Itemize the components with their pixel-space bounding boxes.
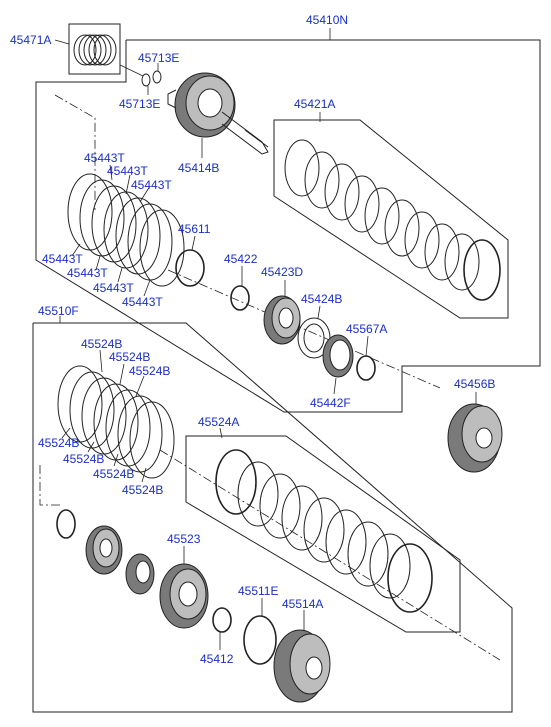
label-45514A: 45514A xyxy=(282,597,323,611)
retainer-45523 xyxy=(159,546,209,629)
piston-45423D xyxy=(263,280,301,345)
label-45412: 45412 xyxy=(200,652,234,666)
label-45524B-5: 45524B xyxy=(63,452,104,466)
label-45421A: 45421A xyxy=(294,97,335,111)
assembly-frame-45410N xyxy=(35,39,541,413)
label-45443T-3: 45443T xyxy=(131,178,172,192)
label-45423D: 45423D xyxy=(261,265,303,279)
drum-45514A xyxy=(273,610,331,703)
ring-45567A xyxy=(356,355,376,381)
label-45410N: 45410N xyxy=(306,13,348,27)
label-45524B-1: 45524B xyxy=(81,337,122,351)
label-45424B: 45424B xyxy=(301,292,342,306)
spring-pack-45471A xyxy=(54,23,121,75)
label-45524A: 45524A xyxy=(198,415,239,429)
label-45443T-5: 45443T xyxy=(67,266,108,280)
label-45567A: 45567A xyxy=(346,322,387,336)
label-45524B-3: 45524B xyxy=(129,364,170,378)
label-45523: 45523 xyxy=(167,532,201,546)
clutch-plate-frame-45524A xyxy=(185,435,461,633)
snap-rings-45713E xyxy=(119,63,162,95)
piston-lower xyxy=(85,525,123,575)
clutch-plates-45524A xyxy=(215,449,433,613)
label-45443T-7: 45443T xyxy=(122,295,163,309)
label-45524B-7: 45524B xyxy=(122,483,163,497)
ring-45422 xyxy=(230,285,250,311)
label-45611: 45611 xyxy=(178,222,211,236)
label-45471A: 45471A xyxy=(10,33,51,47)
ring-45511E xyxy=(243,615,277,665)
label-45511E: 45511E xyxy=(238,584,278,598)
clutch-plates-45421A xyxy=(284,139,501,301)
label-45443T-2: 45443T xyxy=(107,164,148,178)
label-45442F: 45442F xyxy=(310,396,351,410)
label-45443T-6: 45443T xyxy=(93,281,134,295)
ring-45412 xyxy=(212,607,232,633)
label-45443T-4: 45443T xyxy=(42,252,83,266)
gear-45456B xyxy=(447,392,503,473)
input-shaft-45414B xyxy=(167,72,269,158)
assembly-frame-45510F xyxy=(32,322,513,713)
seal-plate-45442F xyxy=(322,334,354,395)
ring-45611 xyxy=(175,249,205,287)
label-45414B: 45414B xyxy=(178,161,219,175)
snap-rings-45443T xyxy=(67,164,185,297)
label-45713E-bottom: 45713E xyxy=(119,97,160,111)
label-45443T-1: 45443T xyxy=(84,151,125,165)
label-45524B-2: 45524B xyxy=(109,350,150,364)
label-45713E-top: 45713E xyxy=(138,51,179,65)
label-45456B: 45456B xyxy=(454,377,495,391)
label-45524B-6: 45524B xyxy=(93,467,134,481)
snap-ring-left xyxy=(56,509,76,539)
clutch-plate-frame-45421A xyxy=(273,119,509,319)
label-45524B-4: 45524B xyxy=(38,436,79,450)
gear-cog xyxy=(125,553,155,595)
label-45510F: 45510F xyxy=(38,304,79,318)
snap-rings-45524B xyxy=(57,349,175,483)
label-45422: 45422 xyxy=(224,252,258,266)
